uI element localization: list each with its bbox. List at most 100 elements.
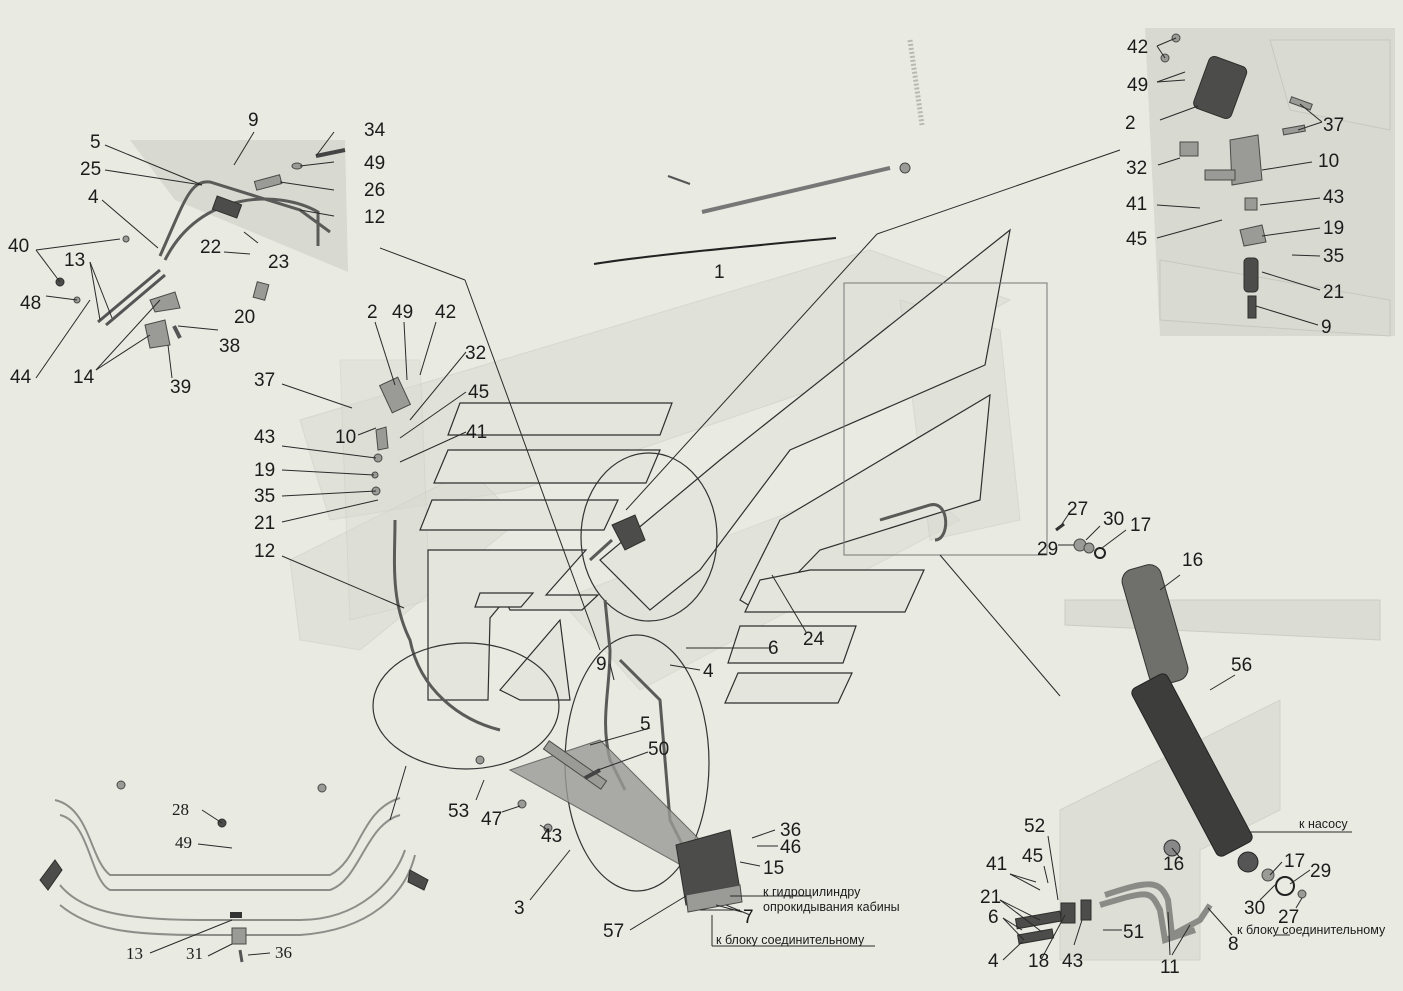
callout: 41 (986, 854, 1007, 875)
callout: 26 (364, 180, 385, 201)
callouts-top-right: 42 49 2 37 32 10 43 41 19 45 35 21 9 (1125, 37, 1344, 338)
destination-notes: к гидроцилиндру опрокидывания кабины к б… (716, 817, 1386, 947)
callout: 30 (1244, 898, 1265, 919)
callout: 49 (1127, 75, 1148, 96)
callout: 19 (254, 460, 275, 481)
callout: 6 (768, 638, 779, 659)
callout: 1 (714, 262, 725, 283)
callout: 32 (1126, 158, 1147, 179)
callout: 49 (392, 302, 413, 323)
callout: 57 (603, 921, 624, 942)
note-connection-block-right: к блоку соединительному (1237, 923, 1386, 937)
callout: 16 (1163, 854, 1184, 875)
callout: 7 (743, 907, 754, 928)
callout: 23 (268, 252, 289, 273)
callout: 29 (1037, 539, 1058, 560)
callout: 27 (1278, 907, 1299, 928)
callout: 21 (1323, 282, 1344, 303)
callout: 29 (1310, 861, 1331, 882)
hydraulic-cylinder-assembly (1014, 564, 1381, 961)
frame-cross-member (39, 780, 429, 963)
callout: 43 (1323, 187, 1344, 208)
callout: 9 (596, 654, 607, 675)
callouts-middle-left: 2 49 42 32 37 45 41 10 43 19 35 21 12 (254, 302, 489, 562)
callout: 19 (1323, 218, 1344, 239)
callouts-bottom-left: 28 49 13 31 36 (126, 800, 292, 963)
callout: 36 (780, 820, 801, 841)
callout: 16 (1182, 550, 1203, 571)
callout: 20 (234, 307, 255, 328)
callout: 49 (175, 833, 192, 852)
callout: 31 (186, 944, 203, 963)
callout: 13 (64, 250, 85, 271)
callout: 2 (367, 302, 378, 323)
callout: 17 (1130, 515, 1151, 536)
callout: 43 (541, 826, 562, 847)
callout: 48 (20, 293, 41, 314)
callout: 10 (1318, 151, 1339, 172)
callout: 38 (219, 336, 240, 357)
callout: 34 (364, 120, 386, 141)
callout: 43 (254, 427, 275, 448)
right-center-fittings (879, 503, 1106, 559)
callout: 17 (1284, 851, 1305, 872)
callouts-center: 1 27 30 17 29 24 6 9 4 5 50 53 47 43 3 3… (448, 262, 1151, 942)
callout: 47 (481, 809, 502, 830)
callout: 2 (1125, 113, 1136, 134)
callout: 30 (1103, 509, 1124, 530)
callout: 45 (1022, 846, 1043, 867)
callouts-bottom-right: 16 56 16 52 45 41 21 6 4 18 43 51 11 8 1… (980, 550, 1331, 978)
callout: 15 (763, 858, 784, 879)
note-tilt-cylinder-1: к гидроцилиндру (763, 885, 861, 899)
center-parts (593, 39, 925, 265)
callout: 10 (335, 427, 356, 448)
callout: 14 (73, 367, 95, 388)
note-to-pump: к насосу (1299, 817, 1348, 831)
logo-watermark (419, 228, 1011, 704)
callout: 18 (1028, 951, 1049, 972)
callout: 21 (254, 513, 275, 534)
callout: 37 (254, 370, 275, 391)
callout: 41 (466, 422, 487, 443)
callout: 12 (254, 541, 275, 562)
callout: 9 (1321, 317, 1332, 338)
callout: 3 (514, 898, 525, 919)
callout: 4 (703, 661, 714, 682)
callout: 35 (1323, 246, 1344, 267)
callout: 46 (780, 837, 801, 858)
callout: 25 (80, 159, 101, 180)
callout: 5 (90, 132, 101, 153)
callout: 36 (275, 943, 292, 962)
callout: 24 (803, 629, 825, 650)
callout: 28 (172, 800, 189, 819)
callout: 42 (1127, 37, 1148, 58)
callout: 45 (1126, 229, 1147, 250)
callout: 32 (465, 343, 486, 364)
detail-inset-top-right (1145, 28, 1395, 337)
callout: 4 (988, 951, 999, 972)
callout: 13 (126, 944, 143, 963)
callout: 52 (1024, 816, 1045, 837)
callout: 9 (248, 110, 259, 131)
callout: 22 (200, 237, 221, 258)
note-tilt-cylinder-2: опрокидывания кабины (763, 900, 900, 914)
callout: 51 (1123, 922, 1144, 943)
callout: 11 (1160, 957, 1180, 978)
note-connection-block: к блоку соединительному (716, 933, 865, 947)
detail-inset-top-left (55, 140, 348, 349)
callout: 56 (1231, 655, 1252, 676)
callout: 39 (170, 377, 191, 398)
callout: 41 (1126, 194, 1147, 215)
callout: 45 (468, 382, 489, 403)
callout: 5 (640, 714, 651, 735)
callout: 53 (448, 801, 469, 822)
callout: 44 (10, 367, 32, 388)
callout: 37 (1323, 115, 1344, 136)
center-assembly (372, 452, 743, 913)
callout: 27 (1067, 499, 1088, 520)
callout: 6 (988, 907, 999, 928)
callout: 8 (1228, 934, 1239, 955)
callout: 43 (1062, 951, 1083, 972)
callouts-top-left: 5 25 4 40 48 44 13 14 9 34 49 26 12 22 2… (8, 110, 386, 398)
